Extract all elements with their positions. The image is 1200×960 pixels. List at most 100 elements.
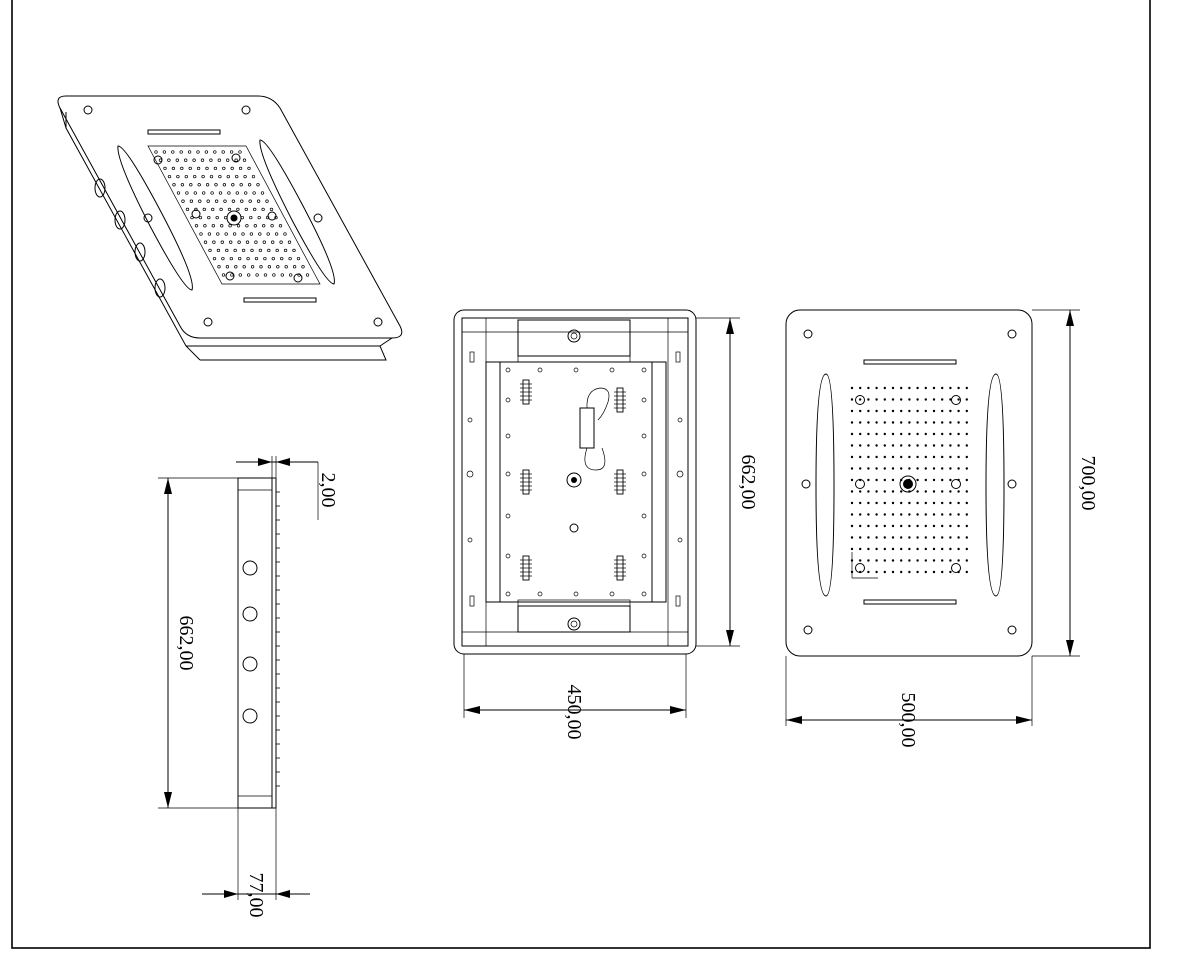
nozzle-dot — [867, 444, 870, 447]
nozzle-dot — [957, 524, 960, 528]
nozzle-dot — [266, 232, 270, 236]
nozzle-dot — [908, 467, 911, 470]
nozzle-dot — [883, 490, 886, 493]
nozzle-dot — [221, 273, 226, 277]
nozzle-dot — [505, 591, 511, 597]
nozzle-dot — [941, 444, 944, 447]
nozzle-dot — [957, 432, 960, 436]
nozzle-dot — [891, 478, 895, 482]
nozzle-dot — [265, 199, 269, 203]
nozzle-dot — [932, 409, 936, 413]
nozzle-dot — [891, 524, 895, 528]
nozzle-dot — [891, 432, 895, 436]
nozzle-dot — [234, 158, 238, 162]
nozzle-dot — [188, 166, 192, 171]
nozzle-dot — [850, 409, 854, 413]
nozzle-dot — [249, 232, 254, 236]
nozzle-dot — [269, 207, 274, 212]
nozzle-dot — [216, 248, 221, 253]
nozzle-dot — [247, 183, 252, 187]
nozzle-dot — [941, 490, 944, 493]
nozzle-dot — [891, 513, 895, 516]
nozzle-dot — [883, 467, 886, 470]
nozzle-dot — [941, 559, 944, 562]
nozzle-dot — [867, 421, 870, 424]
nozzle-dot — [218, 174, 222, 179]
nozzle-dot — [229, 240, 233, 244]
nozzle-dot — [891, 421, 895, 424]
nozzle-dot — [167, 158, 171, 162]
nozzle-dot — [184, 158, 188, 162]
nozzle-dot — [949, 398, 952, 401]
nozzle-dot — [247, 166, 251, 171]
nozzle-dot — [239, 183, 243, 187]
nozzle-dot — [916, 432, 919, 436]
nozzle-dot — [908, 513, 911, 516]
nozzle-dot — [883, 432, 886, 436]
nozzle-dot — [235, 174, 239, 179]
nozzle-dot — [875, 421, 878, 424]
nozzle-dot — [262, 224, 266, 228]
nozzle-dot — [288, 256, 292, 261]
nozzle-dot — [908, 421, 911, 424]
nozzle-dot — [891, 536, 895, 539]
nozzle-dot — [924, 570, 927, 574]
nozzle-dot — [641, 471, 647, 477]
nozzle-dot — [249, 215, 253, 220]
nozzle-dot — [171, 166, 176, 171]
nozzle-dot — [850, 398, 854, 401]
nozzle-dot — [916, 536, 919, 539]
nozzle-dot — [242, 265, 246, 269]
nozzle-dot — [238, 273, 242, 277]
nozzle-dot — [957, 398, 960, 401]
back-width-label: 450,00 — [563, 685, 585, 740]
nozzle-dot — [867, 478, 870, 482]
nozzle-dot — [245, 224, 249, 228]
nozzle-dot — [949, 570, 952, 574]
nozzle-dot — [891, 386, 895, 390]
nozzle-dot — [641, 591, 647, 597]
nozzle-dot — [932, 536, 936, 539]
nozzle-dot — [221, 150, 225, 154]
nozzle-dot — [916, 398, 919, 401]
nozzle-dot — [965, 478, 968, 482]
nozzle-dot — [867, 409, 870, 413]
nozzle-dot — [859, 398, 862, 401]
nozzle-dot — [957, 455, 960, 459]
nozzle-dot — [949, 524, 952, 528]
nozzle-dot — [244, 207, 248, 212]
nozzle-dot — [957, 421, 960, 424]
nozzle-dot — [883, 570, 886, 574]
nozzle-dot — [965, 536, 968, 539]
nozzle-dot — [932, 432, 936, 436]
nozzle-dot — [254, 256, 259, 261]
nozzle-dot — [215, 215, 219, 220]
nozzle-dot — [258, 232, 262, 236]
nozzle-dot — [932, 455, 936, 459]
nozzle-dot — [505, 433, 511, 439]
nozzle-dot — [891, 490, 895, 493]
nozzle-dot — [883, 398, 886, 401]
nozzle-dot — [272, 273, 276, 277]
nozzle-dot — [850, 386, 854, 390]
nozzle-dot — [189, 183, 193, 187]
nozzle-dot — [908, 536, 911, 539]
nozzle-dot — [505, 513, 511, 519]
nozzle-dot — [258, 248, 263, 253]
nozzle-dot — [883, 501, 886, 505]
nozzle-dot — [221, 256, 225, 261]
nozzle-dot — [965, 490, 968, 493]
nozzle-dot — [240, 199, 244, 203]
nozzle-dot — [949, 432, 952, 436]
nozzle-dot — [196, 150, 200, 154]
nozzle-dot — [908, 432, 911, 436]
nozzle-dot — [197, 183, 201, 187]
side-nozzle-ticks — [276, 491, 280, 787]
nozzle-dot — [957, 559, 960, 562]
nozzle-dot — [900, 409, 903, 413]
nozzle-dot — [908, 559, 911, 562]
nozzle-dot — [154, 150, 158, 154]
nozzle-dot — [537, 367, 543, 373]
front-nozzle-grid — [850, 386, 968, 574]
